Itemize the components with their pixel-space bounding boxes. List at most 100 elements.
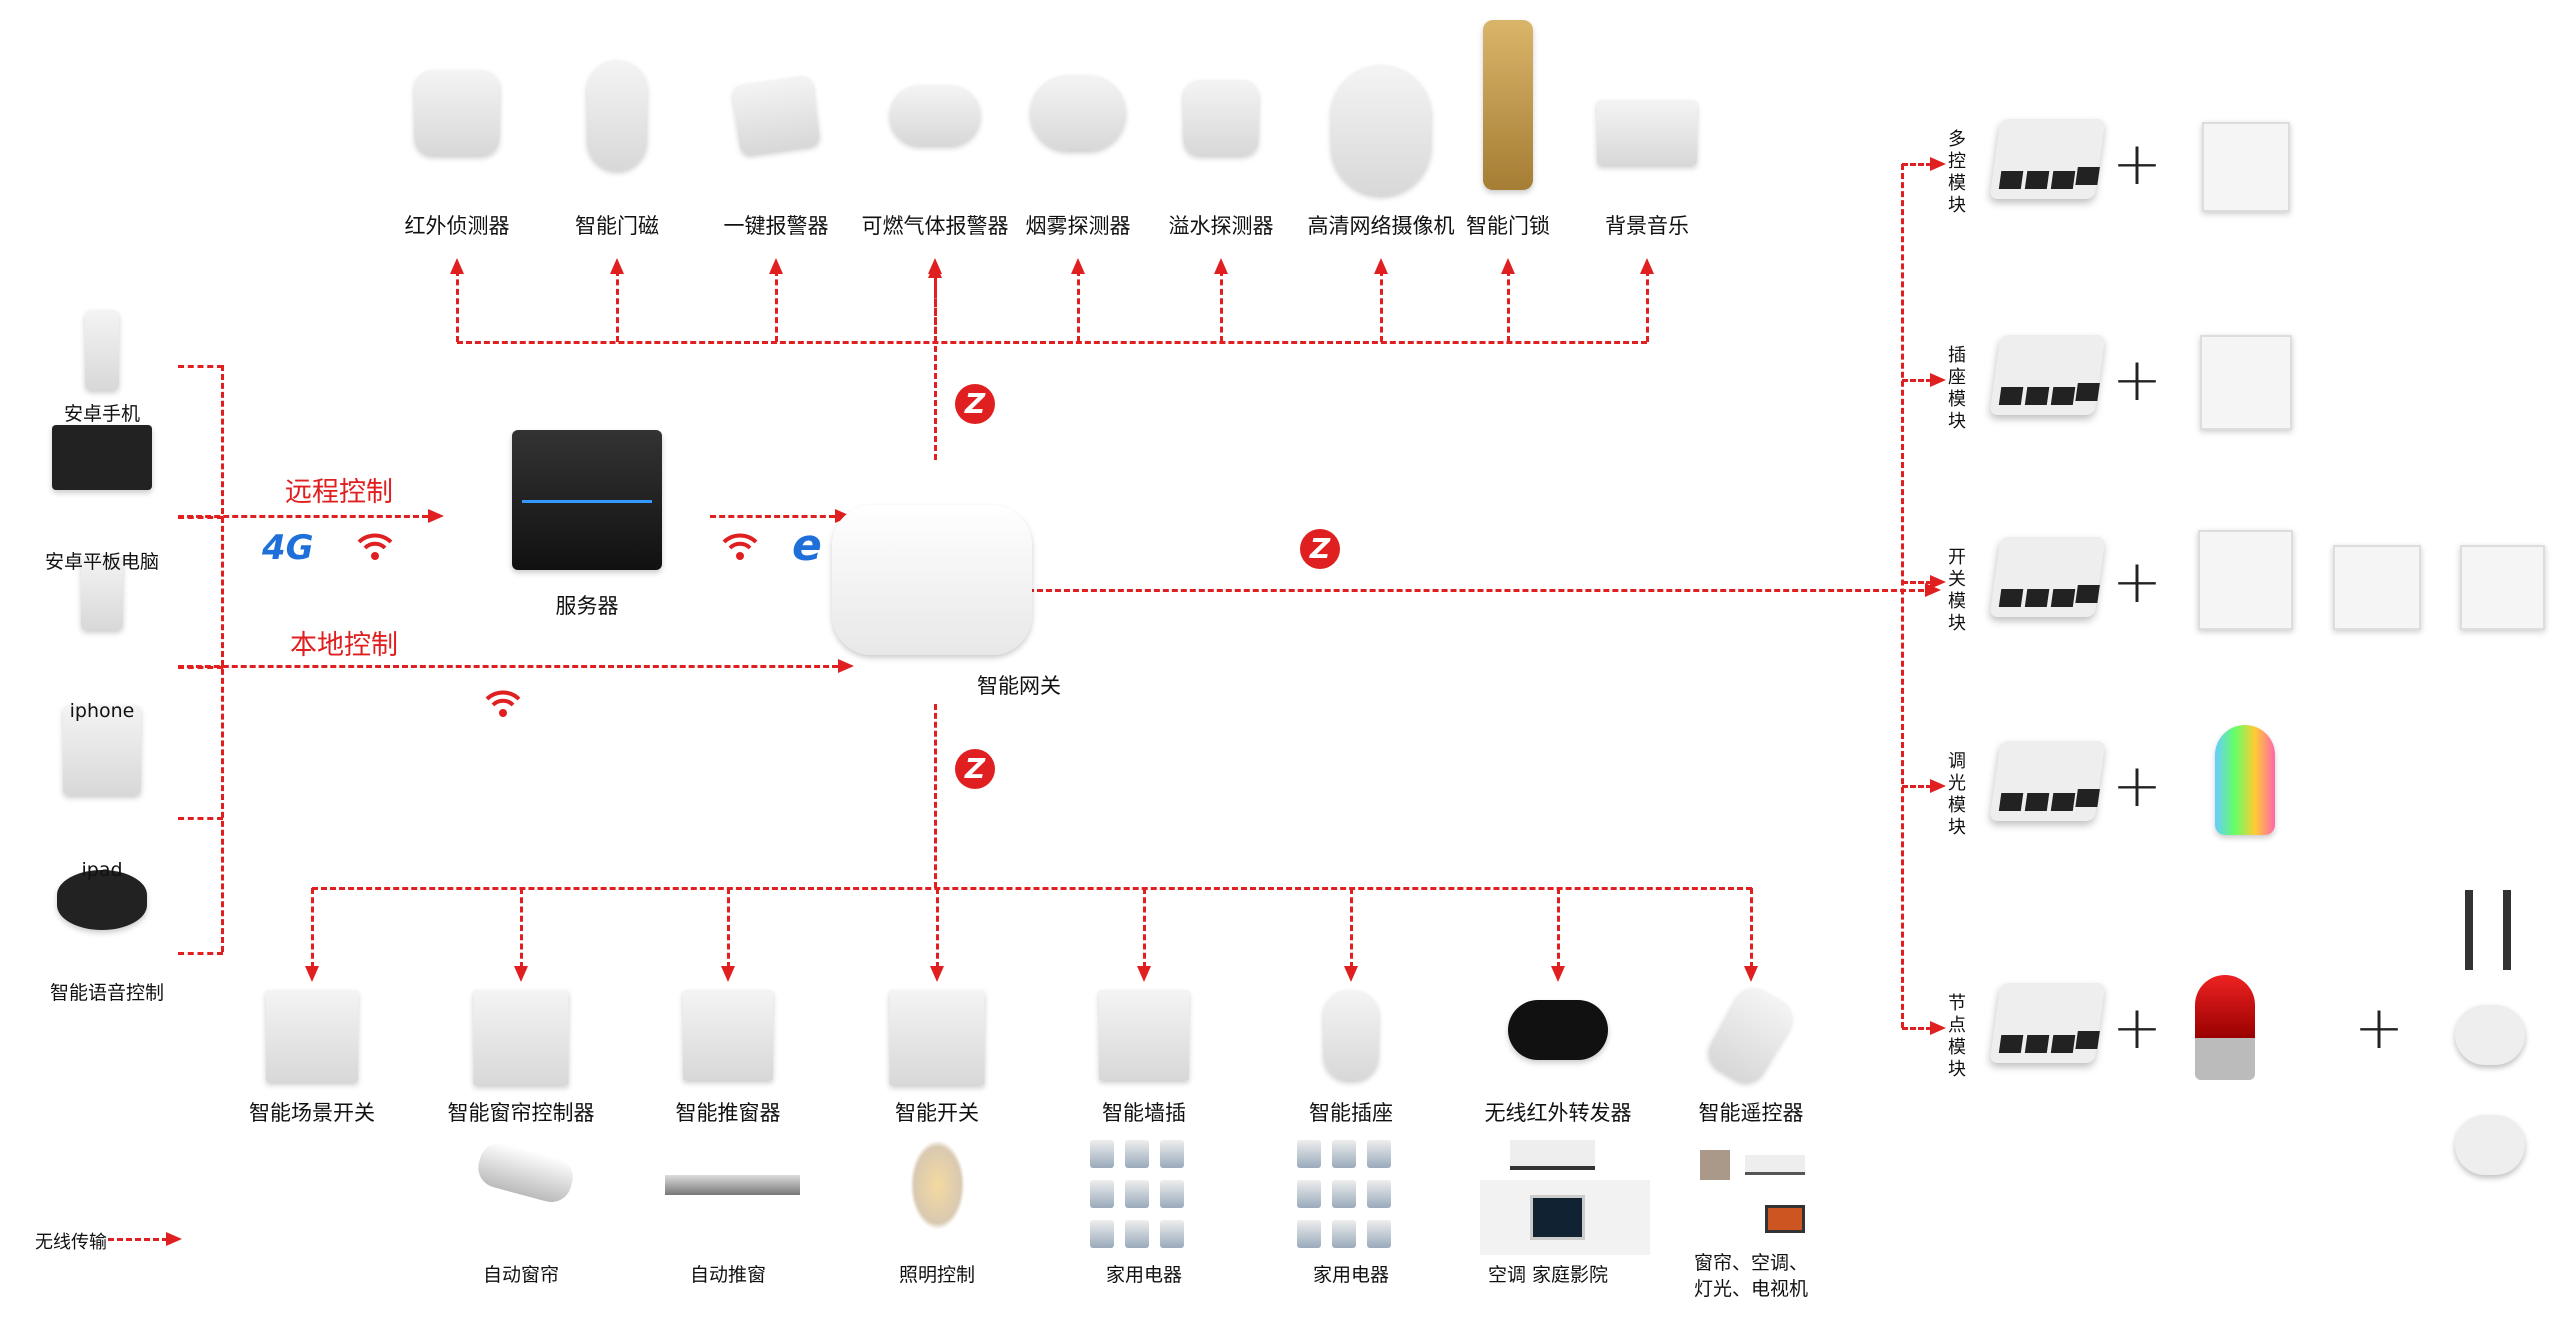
switch-panel — [2460, 545, 2545, 630]
client-device-image — [63, 705, 141, 795]
client-stub — [178, 817, 223, 820]
top-device-image — [1597, 100, 1697, 165]
client-stub — [178, 365, 223, 368]
appliance-icon — [1332, 1220, 1356, 1248]
arrow-right-icon — [166, 1232, 182, 1246]
arrow-right-icon — [838, 659, 854, 673]
bottom-device-label: 智能窗帘控制器 — [447, 1101, 595, 1125]
module-bus-line — [1901, 164, 1904, 1028]
chandelier-image — [910, 1140, 965, 1230]
module-image — [1989, 741, 2106, 821]
bottom-device-label: 智能场景开关 — [249, 1101, 375, 1125]
bottom-device-label: 智能遥控器 — [1698, 1101, 1804, 1125]
zigbee-icon: Z — [955, 749, 995, 789]
top-device-label: 背景音乐 — [1605, 214, 1689, 238]
appliance-icon — [1332, 1140, 1356, 1168]
arrow-up-icon — [1640, 258, 1654, 274]
arrow-up-icon — [928, 262, 942, 278]
top-device-image — [1183, 80, 1259, 155]
arrow-up-icon — [1374, 258, 1388, 274]
switch-panel — [2202, 122, 2290, 212]
arrow-up-icon — [1214, 258, 1228, 274]
bottom-device-label: 智能推窗器 — [675, 1101, 781, 1125]
legend-label: 无线传输 — [35, 1232, 107, 1253]
appliance-icon — [1332, 1180, 1356, 1208]
top-connector — [616, 270, 619, 342]
bottom-connector — [727, 888, 730, 968]
ie-icon: e — [792, 520, 822, 571]
appliance-icon — [1090, 1140, 1114, 1168]
legend-line — [108, 1238, 168, 1241]
arrow-down-icon — [1344, 966, 1358, 982]
wifi-icon — [720, 528, 760, 562]
top-connector — [1380, 270, 1383, 342]
plus-icon: + — [2111, 751, 2163, 821]
appliance-icon — [1125, 1140, 1149, 1168]
top-connector — [1507, 270, 1510, 342]
top-device-label: 智能门磁 — [575, 214, 659, 238]
bottom-device-image — [1508, 1000, 1608, 1060]
module-connector — [1902, 785, 1932, 788]
curtain-motor-image — [473, 1138, 578, 1207]
arrow-down-icon — [1744, 966, 1758, 982]
gateway-down-line — [934, 704, 937, 888]
alarm-light-image — [2195, 975, 2255, 1080]
top-device-label: 智能门锁 — [1466, 214, 1550, 238]
client-device-image — [81, 555, 123, 630]
plus-icon: + — [2353, 993, 2405, 1063]
appliance-icon — [1125, 1180, 1149, 1208]
top-device-image — [414, 70, 500, 155]
module-connector — [1902, 1027, 1932, 1030]
appliance-icon — [1367, 1180, 1391, 1208]
top-device-label: 红外侦测器 — [404, 214, 510, 238]
plus-icon: + — [2111, 993, 2163, 1063]
module-label: 调光模块 — [1945, 751, 1966, 839]
bottom-device-sublabel: 家用电器 — [1105, 1264, 1183, 1286]
module-connector — [1902, 581, 1932, 584]
bottom-bus-line — [312, 887, 1752, 890]
arrow-up-icon — [1501, 258, 1515, 274]
bottom-connector — [1350, 888, 1353, 968]
appliance-icon — [1125, 1220, 1149, 1248]
local-control-label: 本地控制 — [290, 630, 398, 661]
module-label: 插座模块 — [1945, 345, 1966, 433]
module-image — [1989, 537, 2106, 617]
bottom-device-image — [1099, 990, 1189, 1080]
arrow-down-icon — [1137, 966, 1151, 982]
ac-image — [1510, 1140, 1595, 1170]
arrow-up-icon — [769, 258, 783, 274]
client-label: 安卓手机 — [63, 403, 141, 425]
appliance-icon — [1297, 1220, 1321, 1248]
module-connector — [1902, 379, 1932, 382]
smoke-detector-image — [2455, 1115, 2525, 1175]
client-bracket — [221, 365, 224, 952]
window-pusher-image — [665, 1175, 800, 1195]
bottom-device-label: 智能墙插 — [1102, 1101, 1186, 1125]
plus-icon: + — [2111, 345, 2163, 415]
top-device-label: 一键报警器 — [723, 214, 829, 238]
top-bus-line — [457, 341, 1647, 344]
top-device-image — [731, 74, 821, 156]
server-gateway-line — [710, 515, 835, 518]
module-image — [1989, 983, 2106, 1063]
arrow-right-icon — [1930, 1021, 1946, 1035]
zigbee-icon: Z — [955, 384, 995, 424]
top-device-image — [890, 85, 980, 145]
arrow-up-icon — [1071, 258, 1085, 274]
arrow-down-icon — [1551, 966, 1565, 982]
appliance-icon — [1090, 1180, 1114, 1208]
module-label: 开关模块 — [1945, 547, 1966, 635]
gateway-image — [832, 505, 1032, 655]
bottom-device-sublabel: 空调 家庭影院 — [1487, 1264, 1609, 1286]
bottom-device-image — [683, 990, 773, 1080]
bottom-device-sublabel: 自动窗帘 — [482, 1264, 560, 1286]
arrow-down-icon — [930, 966, 944, 982]
plus-icon: + — [2111, 129, 2163, 199]
gateway-up-line — [934, 274, 937, 460]
arrow-right-icon — [1930, 157, 1946, 171]
appliance-icon — [1160, 1220, 1184, 1248]
tv-image — [1530, 1195, 1585, 1240]
client-label: iphone — [69, 700, 135, 722]
appliance-icon — [1160, 1140, 1184, 1168]
appliance-icon — [1090, 1220, 1114, 1248]
